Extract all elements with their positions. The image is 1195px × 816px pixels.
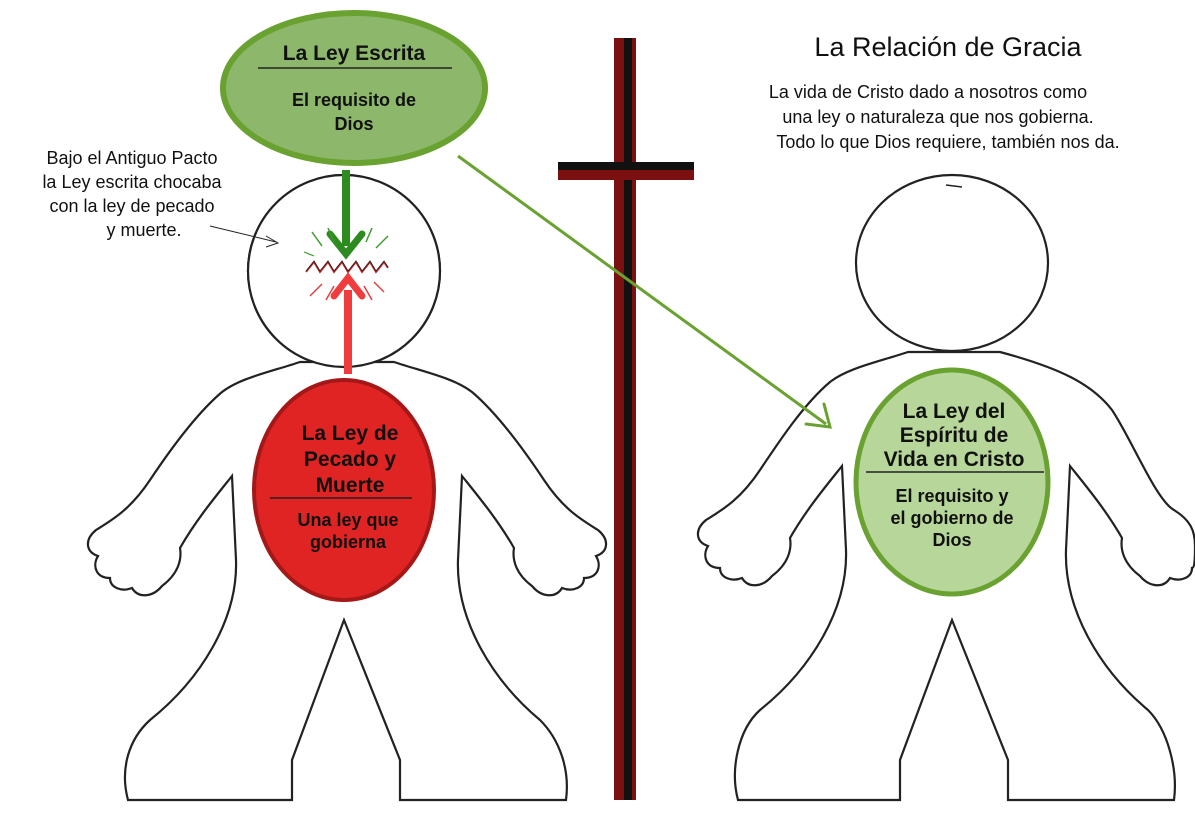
annotation-line4: y muerte. (106, 220, 181, 240)
grace-description-line2: una ley o naturaleza que nos gobierna. (782, 107, 1093, 127)
spirit-law-title-line2: Espíritu de (900, 424, 1009, 447)
annotation-pointer-head (265, 235, 280, 248)
cross (558, 38, 694, 800)
sin-law-title-line3: Muerte (316, 474, 385, 497)
cross-vertical-black (624, 38, 632, 800)
annotation-line1: Bajo el Antiguo Pacto (46, 148, 217, 168)
sin-law-title-line1: La Ley de (302, 422, 399, 445)
grace-heading-block: La Relación de Gracia La vida de Cristo … (769, 32, 1120, 152)
sin-law-node: La Ley de Pecado y Muerte Una ley que go… (252, 378, 436, 602)
clash-icon (303, 227, 389, 301)
grace-description-line1: La vida de Cristo dado a nosotros como (769, 82, 1087, 102)
sin-law-subtitle-line2: gobierna (310, 532, 387, 552)
spirit-law-subtitle-line1: El requisito y (895, 486, 1008, 506)
right-head (854, 173, 1050, 353)
annotation-line2: la Ley escrita chocaba (42, 172, 222, 192)
sin-law-title-line2: Pecado y (304, 448, 397, 471)
old-covenant-annotation: Bajo el Antiguo Pacto la Ley escrita cho… (42, 148, 280, 248)
grace-heading: La Relación de Gracia (814, 32, 1082, 62)
written-law-subtitle-line1: El requisito de (292, 90, 416, 110)
written-law-node: La Ley Escrita El requisito de Dios (220, 10, 488, 166)
spirit-law-title-line1: La Ley del (903, 400, 1006, 423)
grace-description-line3: Todo lo que Dios requiere, también nos d… (776, 132, 1119, 152)
annotation-pointer-line (209, 225, 277, 243)
spirit-law-ellipse (853, 367, 1051, 597)
sin-law-subtitle-line1: Una ley que (297, 510, 398, 530)
written-law-title: La Ley Escrita (283, 42, 426, 65)
annotation-line3: con la ley de pecado (49, 196, 214, 216)
up-arrow (330, 272, 366, 374)
sin-law-ellipse (252, 378, 436, 602)
written-law-ellipse (220, 10, 488, 166)
written-law-subtitle-line2: Dios (334, 114, 373, 134)
cross-horizontal-black (558, 162, 694, 170)
spirit-law-subtitle-line2: el gobierno de (890, 508, 1013, 528)
spirit-law-subtitle-line3: Dios (932, 530, 971, 550)
down-arrow (326, 170, 366, 260)
spirit-law-title-line3: Vida en Cristo (884, 448, 1025, 471)
diagonal-arrow (457, 154, 833, 429)
spirit-law-node: La Ley del Espíritu de Vida en Cristo El… (853, 367, 1051, 597)
